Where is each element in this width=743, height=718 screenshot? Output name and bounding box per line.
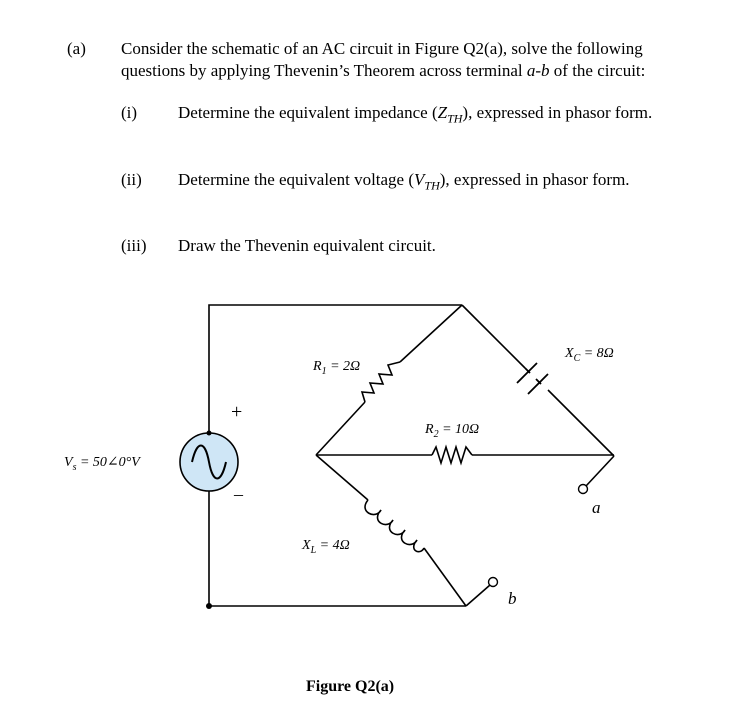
sine-wave-icon xyxy=(191,444,227,480)
r2-label: R2 = 10Ω xyxy=(424,422,479,440)
item-2-number: (ii) xyxy=(121,170,142,189)
node-dot-top xyxy=(206,430,212,436)
item-1-number: (i) xyxy=(121,103,138,122)
xc-capacitor xyxy=(516,362,549,395)
item-2-text: Determine the equivalent voltage (VTH), … xyxy=(178,170,630,193)
terminal-b-dot xyxy=(487,576,499,588)
question-intro: Consider the schematic of an AC circuit … xyxy=(121,38,721,82)
source-label: Vs = 50∠0°V xyxy=(64,455,141,473)
intro-line-2: questions by applying Thevenin’s Theorem… xyxy=(121,61,646,80)
xc-label: XC = 8Ω xyxy=(564,346,614,364)
wire-r1-top xyxy=(399,304,463,363)
source-minus: – xyxy=(233,484,244,504)
xl-label: XL = 4Ω xyxy=(301,538,350,556)
wire-xc-right xyxy=(547,389,615,457)
item-3-number: (iii) xyxy=(121,236,147,255)
terminal-a-dot xyxy=(577,483,589,495)
wire-xl-bottom xyxy=(423,547,467,607)
r1-label: R1 = 2Ω xyxy=(312,359,360,377)
wire-top xyxy=(208,304,462,462)
item-3-text: Draw the Thevenin equivalent circuit. xyxy=(178,236,436,255)
r2-resistor xyxy=(431,444,473,466)
source-plus: + xyxy=(231,401,242,423)
r1-resistor xyxy=(360,361,401,403)
node-dot-bottom xyxy=(206,603,212,609)
wire-bottom xyxy=(208,462,466,607)
xl-inductor xyxy=(364,499,425,553)
wire-xc-branch xyxy=(461,304,526,369)
wire-xl-branch xyxy=(315,454,369,501)
terminal-a-label: a xyxy=(592,498,601,517)
terminal-b-label: b xyxy=(508,589,517,608)
wire-to-a xyxy=(585,455,615,487)
part-label: (a) xyxy=(67,39,86,58)
wire-r1-branch xyxy=(315,401,366,456)
figure-caption: Figure Q2(a) xyxy=(306,678,395,695)
intro-line-1: Consider the schematic of an AC circuit … xyxy=(121,39,643,58)
wire-to-b xyxy=(465,584,491,607)
item-1-text: Determine the equivalent impedance (ZTH)… xyxy=(178,103,653,126)
